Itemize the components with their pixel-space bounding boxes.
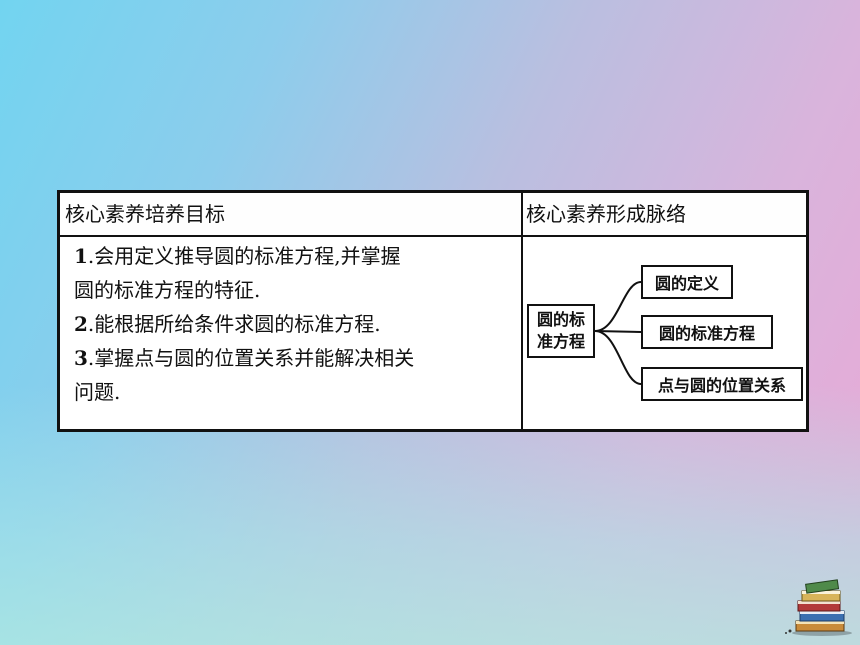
book-stack-icon (784, 573, 854, 641)
goal-text: 点与圆的位置关系并能解决相关 (134, 346, 415, 370)
goal-number: 2 (74, 312, 88, 336)
header-goals: 核心素养培养目标 (65, 202, 225, 226)
column-divider (521, 193, 523, 429)
diagram-node-definition: 圆的定义 (641, 265, 733, 299)
goals-list: 1.会用定义推导圆的标准方程,并掌握 圆的标准方程的特征. 2.能根据所给条件求… (74, 239, 514, 409)
goal-text: .会用定义推导圆的标准方程,并 (87, 244, 361, 268)
core-literacy-table: 核心素养培养目标 核心素养形成脉络 1.会用定义推导圆的标准方程,并掌握 圆的标… (57, 190, 809, 432)
goal-keyword: 能 (94, 312, 115, 336)
goal-item-1: 1.会用定义推导圆的标准方程,并掌握 (74, 239, 514, 273)
connector-1 (594, 281, 642, 332)
goal-item-2: 2.能根据所给条件求圆的标准方程. (74, 312, 381, 336)
concept-diagram: 圆的标 准方程 圆的定义 圆的标准方程 点与圆的位置关系 (523, 261, 806, 401)
root-line-2: 准方程 (536, 332, 585, 351)
diagram-node-position-relation: 点与圆的位置关系 (641, 367, 803, 401)
goal-item-1-cont: 圆的标准方程的特征. (74, 273, 514, 307)
goal-text: 根据所给条件求圆的标准方程. (114, 312, 381, 336)
goal-text: 问题. (74, 380, 121, 404)
goal-number: 1 (74, 244, 88, 268)
goal-keyword: 掌握 (360, 244, 401, 268)
goal-number: 3 (74, 346, 88, 370)
diagram-connectors (594, 281, 642, 385)
root-line-1: 圆的标 (536, 310, 585, 329)
goal-item-3-cont: 问题. (74, 375, 514, 409)
header-context: 核心素养形成脉络 (526, 202, 686, 226)
goal-text: 圆的标准方程的特征. (74, 278, 261, 302)
goal-item-3: 3.掌握点与圆的位置关系并能解决相关 (74, 346, 415, 370)
diagram-node-standard-equation: 圆的标准方程 (641, 315, 773, 349)
connector-2 (594, 330, 642, 333)
table-header-row: 核心素养培养目标 核心素养形成脉络 (60, 193, 806, 237)
connector-3 (594, 330, 642, 385)
diagram-root-node: 圆的标 准方程 (527, 304, 595, 358)
goal-keyword: 掌握 (94, 346, 135, 370)
